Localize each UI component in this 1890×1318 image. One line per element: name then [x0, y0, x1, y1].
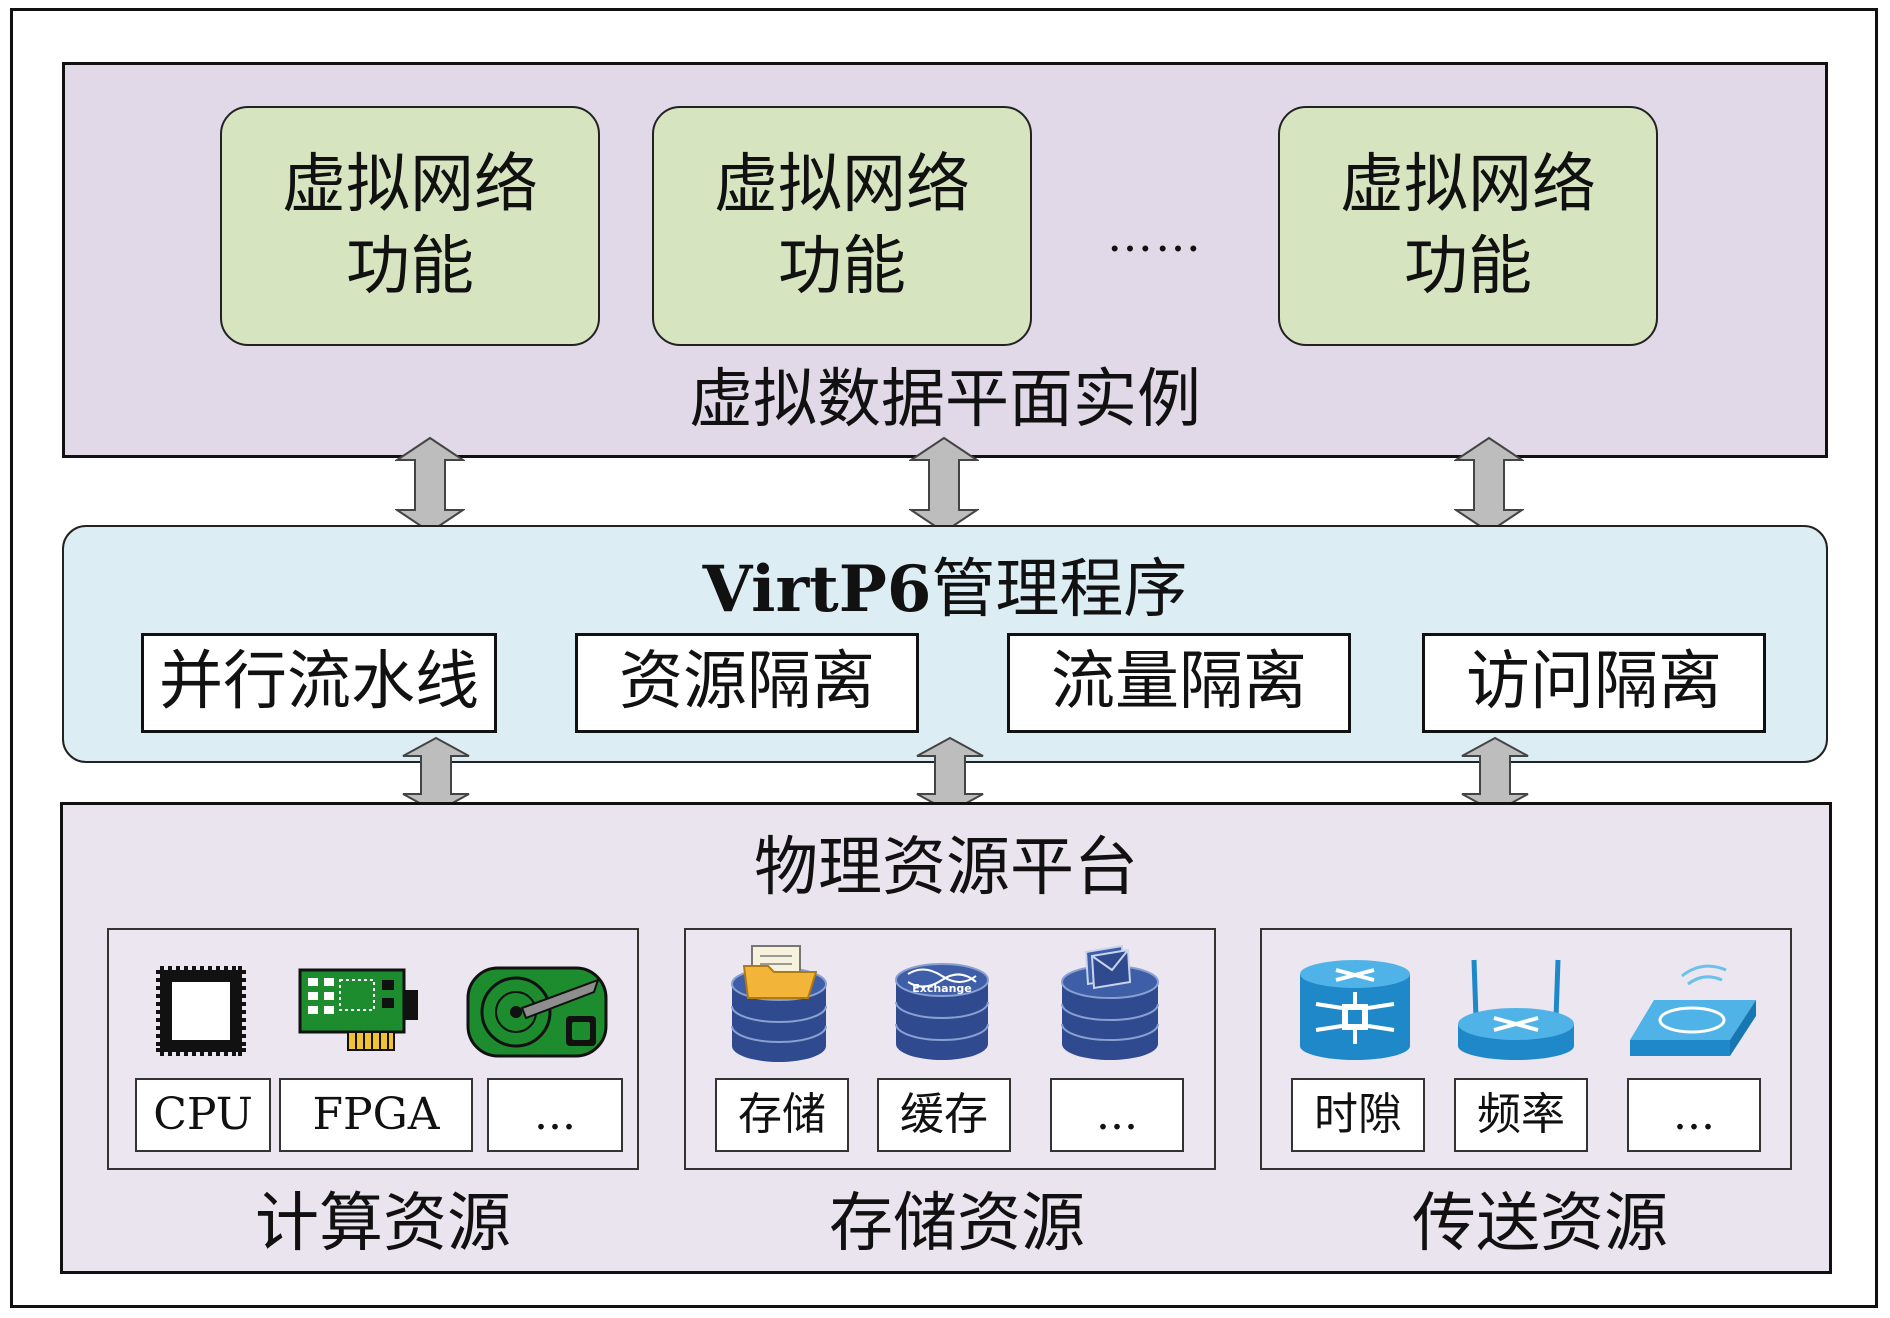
- storage-resource-caption: 存储资源: [829, 1187, 1085, 1261]
- diagram-frame: [10, 8, 1878, 1308]
- compute-resource-caption: 计算资源: [255, 1187, 511, 1261]
- hypervisor-title-text: 管理程序: [931, 553, 1188, 627]
- resource-label-more: ...: [1627, 1078, 1761, 1152]
- hard-disk-icon: [466, 966, 608, 1058]
- wireless-router-icon: [1458, 959, 1574, 1060]
- resource-label-more: ...: [1050, 1078, 1184, 1152]
- vnf-label-line1: 虚拟网络: [714, 148, 970, 222]
- hypervisor-title: VirtP6管理程序: [62, 550, 1828, 630]
- resource-label-fpga: FPGA: [279, 1078, 473, 1152]
- vnf-label-line2: 功能: [346, 230, 474, 304]
- exchange-database-icon: Exchange: [895, 963, 989, 1060]
- vnf-box-1: 虚拟网络 功能: [220, 106, 600, 346]
- mail-database-icon: [1061, 944, 1159, 1060]
- double-arrow-icon: [1454, 436, 1524, 534]
- storage-database-icon: [731, 945, 827, 1062]
- vnf-box-2: 虚拟网络 功能: [652, 106, 1032, 346]
- resource-label-frequency: 频率: [1454, 1078, 1588, 1152]
- module-access-isolation: 访问隔离: [1422, 633, 1766, 733]
- vnf-label-line2: 功能: [778, 230, 906, 304]
- physical-resource-title: 物理资源平台: [754, 831, 1138, 905]
- vnf-box-3: 虚拟网络 功能: [1278, 106, 1658, 346]
- fpga-board-icon: [298, 968, 418, 1051]
- cpu-chip-icon: [156, 966, 246, 1056]
- exchange-label: Exchange: [912, 982, 972, 995]
- resource-label-cache: 缓存: [877, 1078, 1011, 1152]
- wireless-access-point-icon: [1630, 964, 1756, 1056]
- resource-label-more: ...: [487, 1078, 623, 1152]
- vnf-label-line1: 虚拟网络: [282, 148, 538, 222]
- vnf-ellipsis: ……: [1107, 208, 1203, 262]
- transport-resource-caption: 传送资源: [1412, 1187, 1668, 1261]
- switch-icon: [1300, 960, 1410, 1060]
- module-traffic-isolation: 流量隔离: [1007, 633, 1351, 733]
- module-parallel-pipeline: 并行流水线: [141, 633, 497, 733]
- module-resource-isolation: 资源隔离: [575, 633, 919, 733]
- hypervisor-brand: VirtP6: [702, 552, 932, 627]
- vnf-label-line2: 功能: [1404, 230, 1532, 304]
- resource-label-storage: 存储: [715, 1078, 849, 1152]
- double-arrow-icon: [909, 436, 979, 534]
- resource-label-timeslot: 时隙: [1291, 1078, 1425, 1152]
- resource-label-cpu: CPU: [135, 1078, 271, 1152]
- double-arrow-icon: [395, 436, 465, 534]
- vnf-label-line1: 虚拟网络: [1340, 148, 1596, 222]
- virtual-data-plane-caption: 虚拟数据平面实例: [689, 363, 1201, 437]
